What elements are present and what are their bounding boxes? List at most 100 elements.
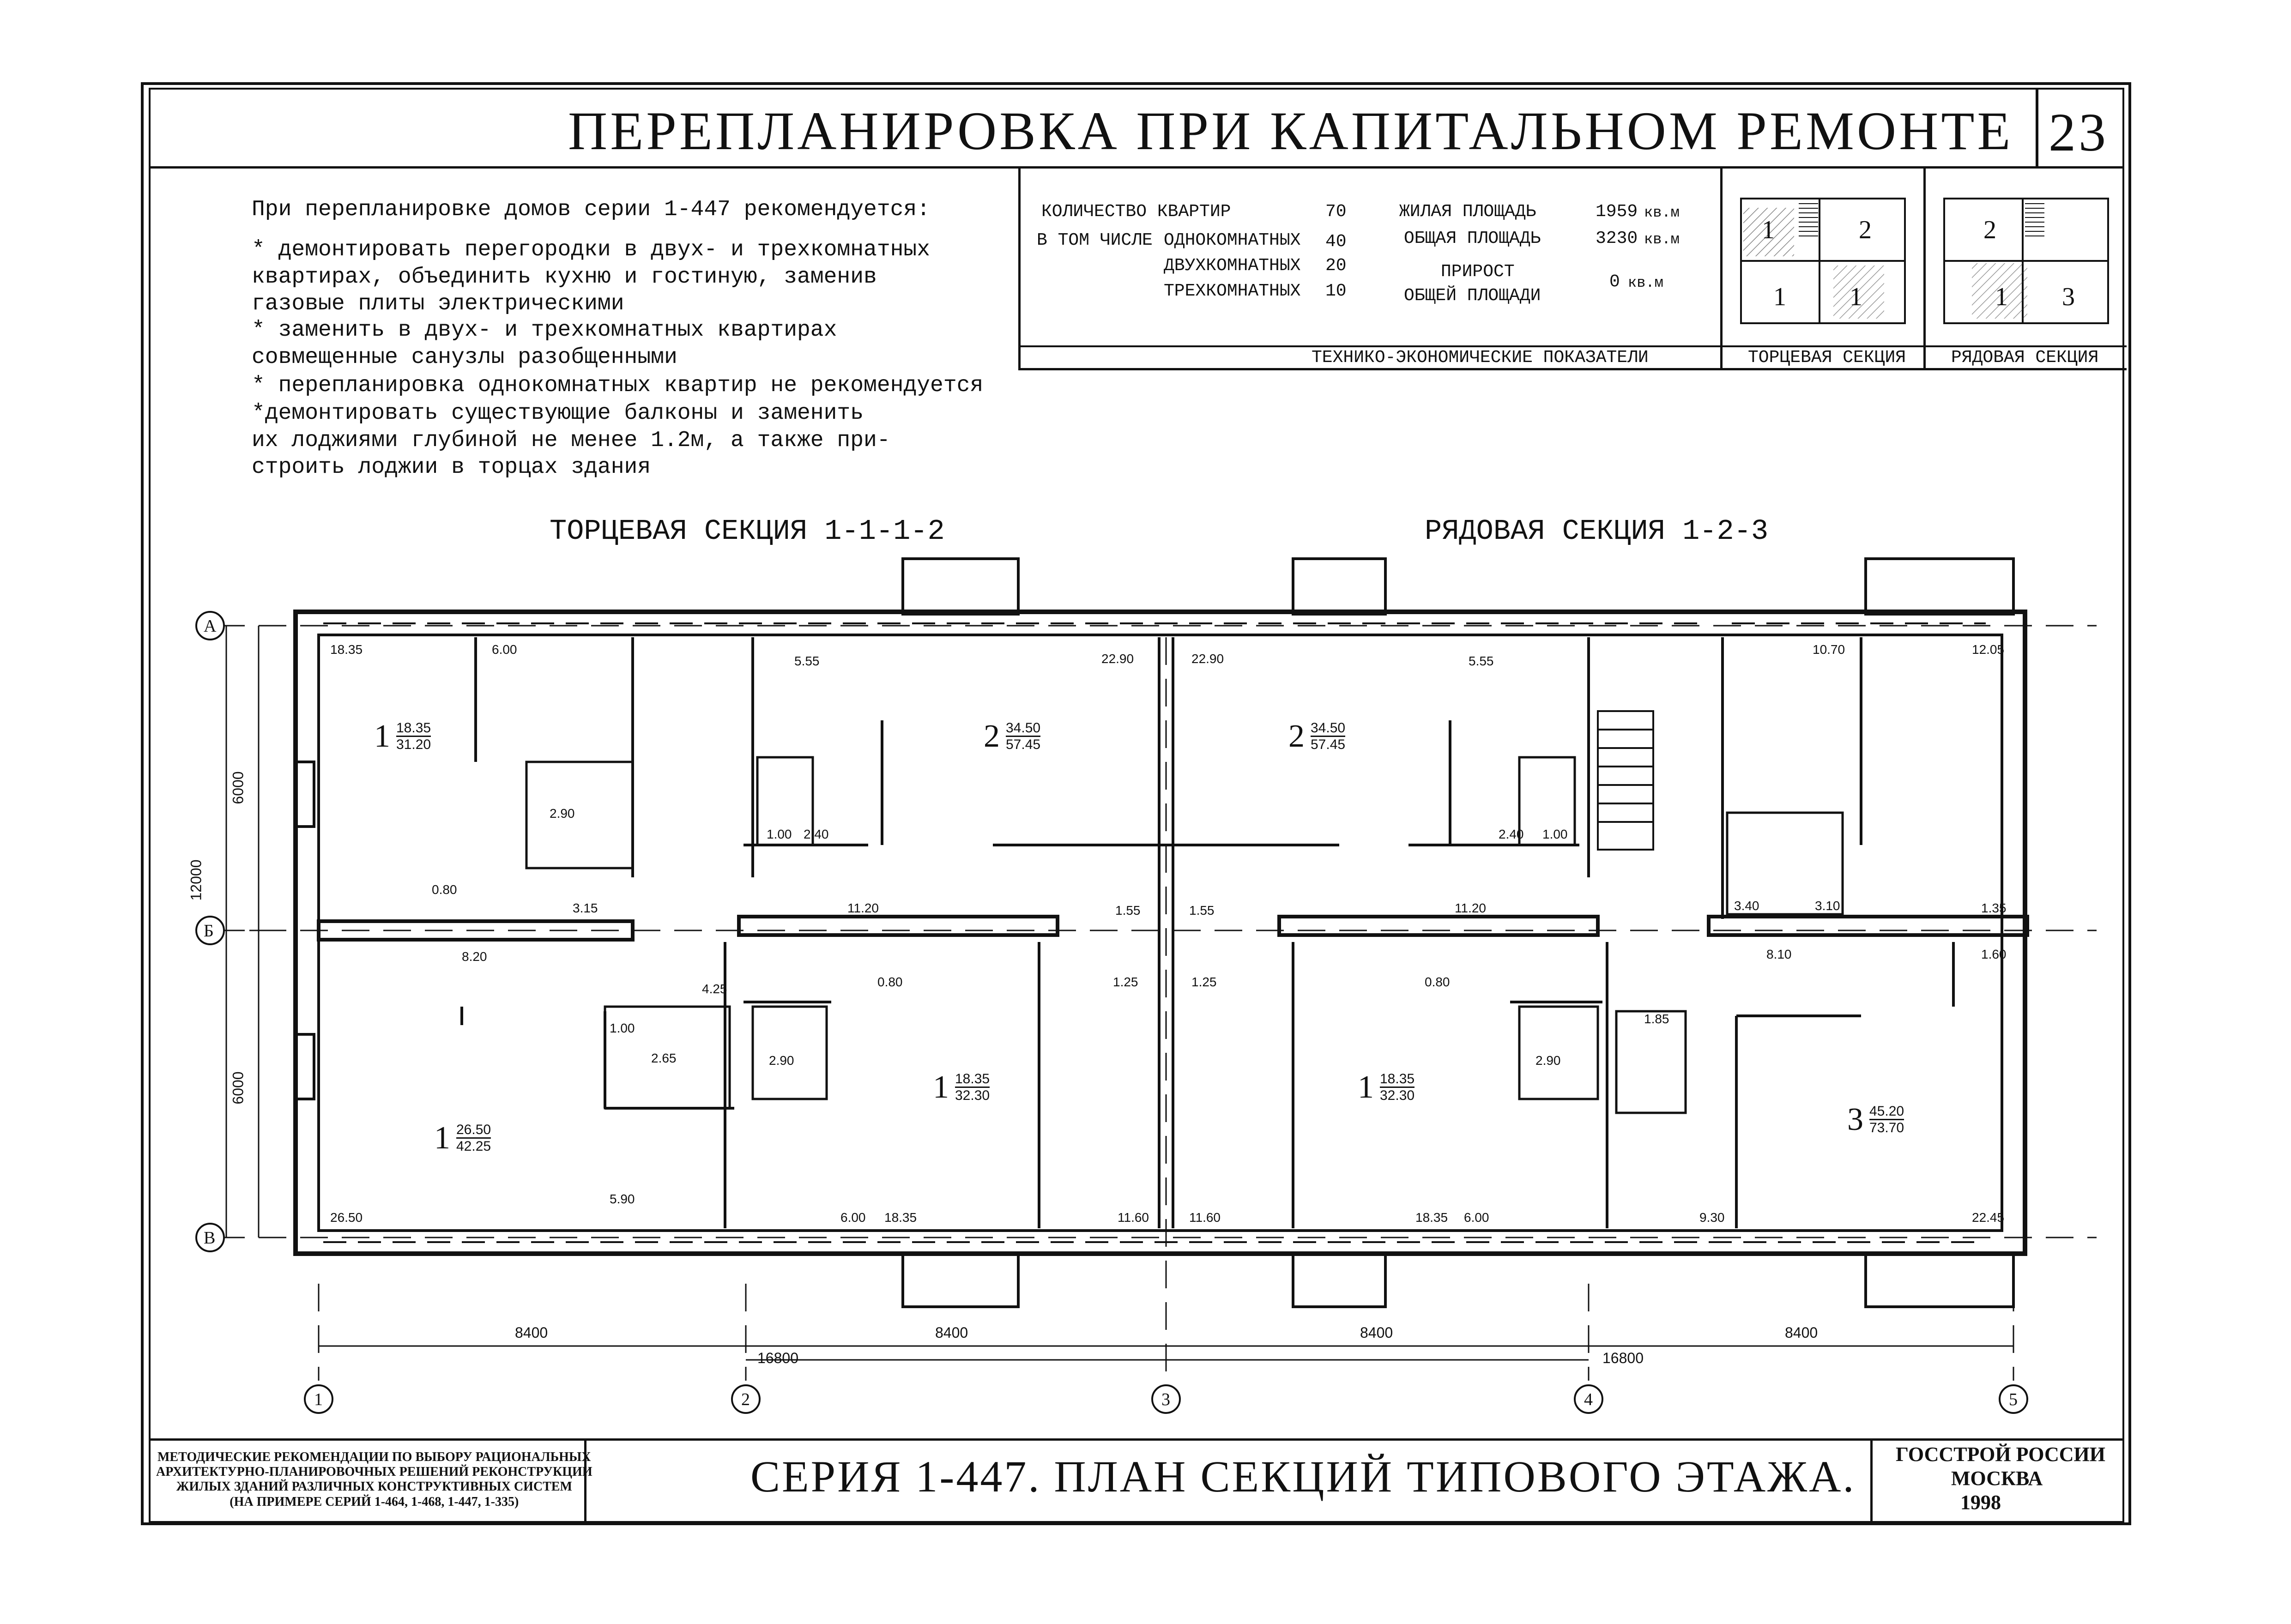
room-area: 2.40: [804, 827, 829, 841]
axis-label-v: В: [204, 1228, 216, 1248]
footer-methodology: МЕТОДИЧЕСКИЕ РЕКОМЕНДАЦИИ ПО ВЫБОРУ РАЦИ…: [156, 1450, 592, 1509]
room-area: 1.60: [1981, 947, 2007, 961]
row-scheme-cell-3: 3: [2062, 283, 2075, 311]
header-rule: [149, 166, 2124, 169]
living-area-unit: кв.м: [1644, 204, 1680, 221]
note-item-3: * перепланировка однокомнатных квартир н…: [252, 373, 984, 398]
increase-unit: кв.м: [1628, 274, 1663, 291]
room-area: 2.90: [1535, 1053, 1561, 1068]
axis-bubble-v: [195, 1223, 225, 1252]
sheet-number: 23: [2049, 102, 2109, 163]
room-area: 1.55: [1189, 903, 1215, 918]
partitions: [460, 637, 1955, 1228]
room-area: 1.35: [1981, 901, 2007, 915]
room-area: 22.45: [1972, 1210, 2005, 1225]
axis-bubble-b: [195, 916, 225, 945]
footer-year: 1998: [1960, 1491, 2001, 1514]
three-room-label: ТРЕХКОМНАТНЫХ: [1164, 281, 1301, 301]
note-item-2: * заменить в двух- и трехкомнатных кварт…: [252, 318, 837, 370]
room-area: 26.50: [330, 1210, 363, 1225]
axis-label-b: Б: [204, 921, 214, 941]
sanitary-units: [525, 756, 1844, 1114]
dim-bay-3: 8400: [1360, 1324, 1393, 1341]
two-room-value: 20: [1325, 256, 1347, 276]
axis-bubble-a: [195, 611, 225, 640]
end-scheme-cell-3: 1: [1773, 283, 1786, 311]
increase-label-1: ПРИРОСТ: [1441, 262, 1515, 282]
axis-label-1: 1: [314, 1390, 323, 1409]
footer-title: СЕРИЯ 1-447. ПЛАН СЕКЦИЙ ТИПОВОГО ЭТАЖА.: [750, 1452, 1856, 1501]
indicators-caption-rule: [1018, 345, 2127, 347]
living-area-label: ЖИЛАЯ ПЛОЩАДЬ: [1399, 202, 1536, 222]
room-area: 11.20: [1455, 901, 1486, 915]
footer-left-divider: [584, 1438, 586, 1523]
axis-label-a: А: [204, 616, 217, 636]
footer-rule: [149, 1438, 2124, 1441]
dim-vertical-3: 6000: [230, 1071, 247, 1105]
room-area: 22.90: [1101, 652, 1134, 666]
including-label: В ТОМ ЧИСЛЕ: [1037, 230, 1153, 250]
room-area: 22.90: [1191, 652, 1224, 666]
footer-org: ГОССТРОЙ РОССИИ: [1896, 1443, 2106, 1466]
scheme-divider-2: [1923, 167, 1926, 370]
end-section-scheme: [1740, 198, 1906, 324]
stairwell: [1597, 710, 1654, 851]
note-item-4: *демонтировать существующие балконы и за…: [252, 401, 890, 480]
total-area-label: ОБЩАЯ ПЛОЩАДЬ: [1404, 229, 1541, 248]
apartment-label-6: 1 18.35 32.30: [1358, 1069, 1415, 1105]
room-area: 2.90: [769, 1053, 794, 1068]
end-scheme-cell-1: 1: [1762, 216, 1775, 244]
dim-section-2: 16800: [1602, 1350, 1644, 1366]
axis-bubble-3: [1151, 1384, 1181, 1414]
apartment-label-2: 2 34.50 57.45: [984, 718, 1041, 754]
dim-bay-1: 8400: [515, 1324, 548, 1341]
room-area: 0.80: [877, 975, 903, 989]
two-room-label: ДВУХКОМНАТНЫХ: [1164, 256, 1301, 276]
room-area: 18.35: [1415, 1210, 1448, 1225]
room-area: 1.00: [610, 1021, 635, 1035]
room-area: 3.15: [573, 901, 598, 915]
row-scheme-caption: РЯДОВАЯ СЕКЦИЯ: [1951, 348, 2099, 368]
apartment-label-5: 1 18.35 32.30: [933, 1069, 990, 1105]
room-area: 3.10: [1815, 899, 1840, 913]
total-area-unit: кв.м: [1644, 231, 1680, 248]
room-area: 1.00: [1542, 827, 1568, 841]
axis-bubble-4: [1574, 1384, 1603, 1414]
scheme-divider-1: [1720, 167, 1723, 370]
room-area: 6.00: [492, 642, 517, 657]
room-area: 0.80: [432, 882, 457, 897]
apartment-label-1: 1 18.35 31.20: [374, 718, 431, 754]
room-area: 8.20: [462, 949, 487, 964]
room-area: 18.35: [330, 642, 363, 657]
note-item-1: * демонтировать перегородки в двух- и тр…: [252, 237, 931, 317]
room-area: 11.20: [847, 901, 879, 915]
room-area: 1.55: [1115, 903, 1141, 918]
dim-section-1: 16800: [757, 1350, 798, 1366]
increase-value: 0: [1609, 272, 1620, 292]
axis-label-2: 2: [741, 1390, 750, 1409]
room-area: 2.65: [651, 1051, 677, 1065]
one-room-label: ОДНОКОМНАТНЫХ: [1164, 230, 1301, 250]
room-area: 5.55: [1469, 654, 1494, 668]
increase-label-2: ОБЩЕЙ ПЛОЩАДИ: [1404, 286, 1541, 306]
room-area: 6.00: [1464, 1210, 1489, 1225]
end-scheme-caption: ТОРЦЕВАЯ СЕКЦИЯ: [1748, 348, 1906, 368]
dim-bay-4: 8400: [1785, 1324, 1818, 1341]
three-room-value: 10: [1325, 281, 1347, 301]
dim-vertical-2: 12000: [187, 859, 205, 901]
axis-bubble-5: [1999, 1384, 2028, 1414]
end-scheme-cell-2: 2: [1859, 216, 1872, 244]
axis-bubble-2: [731, 1384, 761, 1414]
room-area: 8.10: [1766, 947, 1792, 961]
living-area-value: 1959: [1596, 202, 1638, 222]
room-area: 1.25: [1191, 975, 1217, 989]
footer-city: МОСКВА: [1951, 1467, 2043, 1490]
one-room-value: 40: [1325, 232, 1347, 252]
apartment-label-3: 2 34.50 57.45: [1288, 718, 1346, 754]
room-area: 2.90: [550, 806, 575, 821]
dim-bay-2: 8400: [935, 1324, 968, 1341]
